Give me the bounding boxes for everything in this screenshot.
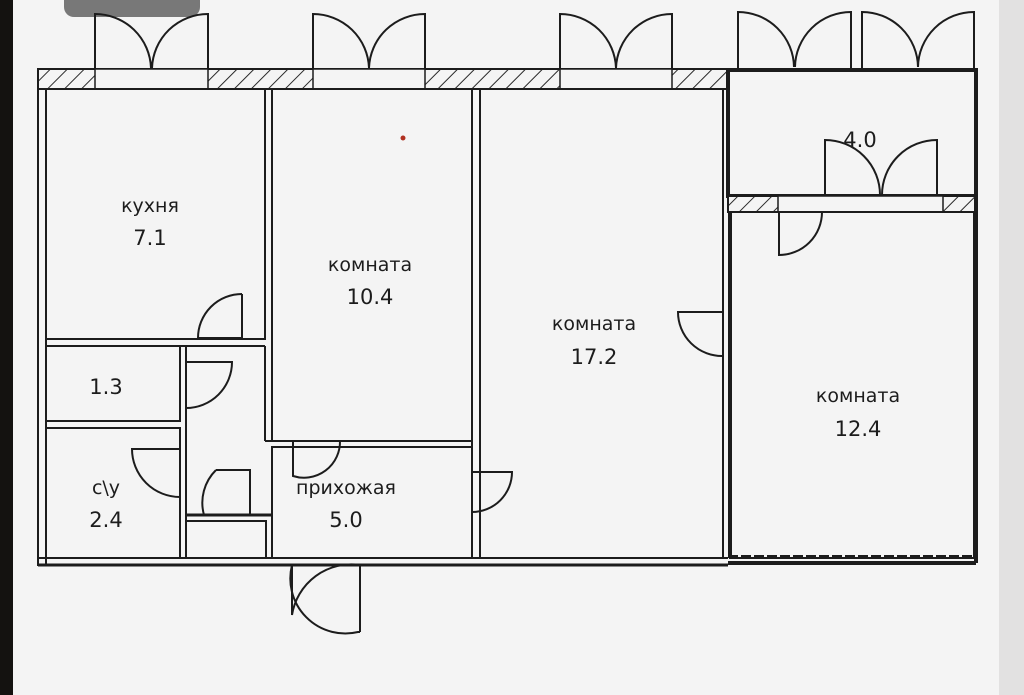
room-area: 4.0 xyxy=(843,128,876,152)
interior-doors xyxy=(130,293,724,635)
overlay-pill xyxy=(64,0,200,17)
room-area: 17.2 xyxy=(571,345,618,369)
room-label: комната xyxy=(328,254,412,276)
screen-right-edge xyxy=(999,0,1024,695)
room-room-1: комната 10.4 xyxy=(328,254,412,309)
room-label: комната xyxy=(816,385,900,407)
room-balcony: 4.0 xyxy=(843,128,876,152)
marker-dot xyxy=(400,135,406,141)
room-area: 1.3 xyxy=(89,375,122,399)
room-area: 2.4 xyxy=(89,508,122,532)
room-kitchen: кухня 7.1 xyxy=(121,195,179,250)
window-doors-top xyxy=(94,10,975,69)
balcony-outline xyxy=(726,68,978,257)
exterior-top-wall xyxy=(37,68,729,90)
room-label: с\у xyxy=(92,477,120,499)
room-area: 7.1 xyxy=(133,226,166,250)
room-room-3: комната 12.4 xyxy=(816,385,900,441)
room-storage: 1.3 xyxy=(89,375,122,399)
room-bathroom: с\у 2.4 xyxy=(89,477,122,532)
room-area: 12.4 xyxy=(835,417,882,441)
room-room-2: комната 17.2 xyxy=(552,313,636,369)
room-label: комната xyxy=(552,313,636,335)
screen-left-edge xyxy=(0,0,13,695)
room-area: 10.4 xyxy=(347,285,394,309)
room-label: кухня xyxy=(121,195,179,217)
interior-walls xyxy=(45,88,975,559)
room-label: прихожая xyxy=(296,477,396,499)
room-area: 5.0 xyxy=(329,508,362,532)
room-hallway: прихожая 5.0 xyxy=(296,477,396,532)
